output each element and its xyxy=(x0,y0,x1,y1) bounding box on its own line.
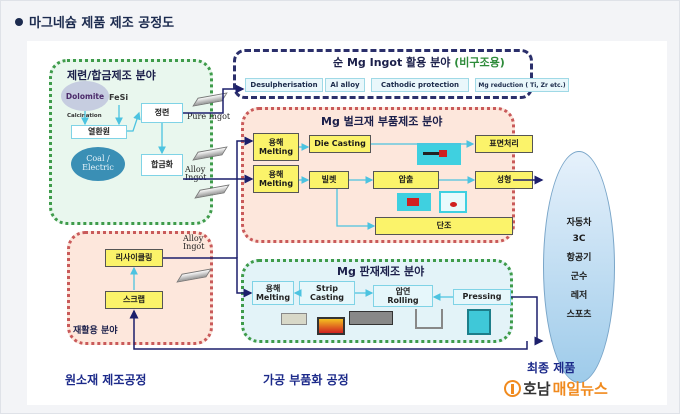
die-casting-illustration xyxy=(417,143,461,165)
dolomite-label: Dolomite xyxy=(65,91,105,101)
extrusion-label: 압출 xyxy=(398,175,414,185)
recycling-box: 리사이클링 xyxy=(105,249,163,267)
news-logo-text-2: 매일뉴스 xyxy=(552,380,608,398)
forming-box: 성형 xyxy=(475,171,533,189)
sheet-melting-label: 용해 Melting xyxy=(255,283,291,302)
rolling-tray-illustration xyxy=(415,309,443,329)
connector-lines xyxy=(81,84,544,350)
strip-casting-box: Strip Casting xyxy=(299,281,355,305)
melting-box-2: 용해 Melting xyxy=(253,165,299,193)
diagram-canvas: 제련/합금제조 분야 Dolomite FeSi Calcination 열환원… xyxy=(27,41,667,405)
calcination-label: Calcination xyxy=(67,113,102,119)
product-item: 레저 xyxy=(570,290,588,301)
strip-casting-label: Strip Casting xyxy=(309,283,345,302)
product-item: 3C xyxy=(572,233,586,244)
rolling-label: 압연 Rolling xyxy=(387,286,419,305)
product-item: 자동차 xyxy=(566,217,592,228)
forming-label: 성형 xyxy=(496,175,512,185)
products-ellipse: 자동차 3C 항공기 군수 레저 스포츠 xyxy=(543,151,615,383)
rolling-box: 압연 Rolling xyxy=(373,285,433,307)
die-casting-box: Die Casting xyxy=(309,135,371,153)
processing-label: 가공 부품화 공정 xyxy=(263,373,349,387)
heat-reduction-box: 열환원 xyxy=(71,125,127,139)
recycle-title: 재활용 분야 xyxy=(73,326,118,336)
bullet-icon xyxy=(15,17,23,26)
arrow-reduction-refining xyxy=(127,111,141,132)
sheet-melting-box: 용해 Melting xyxy=(252,281,294,305)
alloying-box: 합금화 xyxy=(141,154,183,176)
surface-treatment-label: 표면처리 xyxy=(489,139,519,149)
pure-mg-item-label: Mg reduction ( Ti, Zr etc.) xyxy=(478,81,566,89)
coal-electric-label: Coal / Electric xyxy=(82,154,114,172)
recycle-alloy-ingot-label: Alloy Ingot xyxy=(183,234,205,252)
extrusion-illustration xyxy=(397,193,431,211)
melting-label: 용해 Melting xyxy=(258,137,294,156)
arrow-scrap-return xyxy=(129,309,528,350)
pure-ingot-label: Pure Ingot xyxy=(187,112,231,121)
billet-label: 빌렛 xyxy=(321,175,337,185)
recycling-label: 리사이클링 xyxy=(115,253,153,263)
final-product-label: 최종 제품 xyxy=(527,361,576,375)
arrow-sheet-products xyxy=(511,296,544,346)
news-logo-icon xyxy=(504,380,521,397)
sheet-title: Mg 판재제조 분야 xyxy=(337,265,425,278)
product-item: 군수 xyxy=(570,271,588,282)
billet-box: 빌렛 xyxy=(309,171,349,189)
extrusion-box: 압출 xyxy=(373,171,439,189)
news-logo-text-1: 호남 xyxy=(523,380,551,398)
die-casting-metal xyxy=(439,150,447,157)
pure-mg-title: 순 Mg Ingot 활용 분야 (비구조용) xyxy=(333,54,505,70)
page-title: 마그네슘 제품 제조 공정도 xyxy=(15,12,174,31)
melting-box-1: 용해 Melting xyxy=(253,133,299,161)
news-logo: 호남 매일뉴스 xyxy=(504,378,608,399)
pure-mg-title-sub: (비구조용) xyxy=(454,56,505,69)
page-title-text: 마그네슘 제품 제조 공정도 xyxy=(29,16,175,31)
forging-illustration xyxy=(439,191,467,213)
coal-electric-ellipse: Coal / Electric xyxy=(71,147,125,181)
melting-label: 용해 Melting xyxy=(258,169,294,188)
pure-mg-title-main: 순 Mg Ingot 활용 분야 xyxy=(333,56,451,69)
forging-box: 단조 xyxy=(375,217,513,235)
scrap-box: 스크랩 xyxy=(105,291,163,309)
surface-treatment-box: 표면처리 xyxy=(475,135,533,153)
refining-box: 정련 xyxy=(141,103,183,123)
products-list: 자동차 3C 항공기 군수 레저 스포츠 xyxy=(567,215,592,320)
pure-mg-item-label: Cathodic protection xyxy=(380,81,460,89)
product-item: 스포츠 xyxy=(566,309,592,320)
alloy-ingot-label: Alloy Ingot xyxy=(185,165,207,183)
heat-reduction-label: 열환원 xyxy=(87,127,111,137)
alloying-label: 합금화 xyxy=(150,160,174,170)
pure-mg-item: Al alloy xyxy=(325,78,365,92)
product-item: 항공기 xyxy=(566,252,592,263)
pure-mg-item-label: Desulpherisation xyxy=(250,81,318,89)
pressing-label: Pressing xyxy=(462,292,502,302)
pure-mg-item: Mg reduction ( Ti, Zr etc.) xyxy=(475,78,569,92)
bulk-title: Mg 벌크재 부품제조 분야 xyxy=(321,115,443,128)
dolomite-ellipse: Dolomite xyxy=(61,81,109,111)
raw-material-process-label: 원소재 제조공정 xyxy=(65,373,147,387)
smelting-title: 제련/합금제조 분야 xyxy=(67,69,156,82)
fesi-label: FeSi xyxy=(109,93,129,102)
pure-mg-item: Desulpherisation xyxy=(245,78,323,92)
arrow-alloy-melting1 xyxy=(236,136,254,179)
arrow-recycle-sheet xyxy=(163,257,253,298)
die-casting-label: Die Casting xyxy=(314,139,366,149)
pure-mg-item-label: Al alloy xyxy=(330,81,360,89)
press-illustration xyxy=(467,309,491,335)
forging-metal xyxy=(450,202,457,207)
scrap-label: 스크랩 xyxy=(122,295,146,305)
arrow-pure-ingot xyxy=(183,84,245,114)
die-casting-plunger xyxy=(423,152,445,155)
pressing-box: Pressing xyxy=(453,289,511,305)
strip-casting-illustration xyxy=(281,313,307,325)
extrusion-billet xyxy=(407,198,419,206)
furnace-illustration xyxy=(317,317,345,335)
pure-mg-item: Cathodic protection xyxy=(371,78,469,92)
refining-label: 정련 xyxy=(154,108,170,118)
rolling-mill-illustration xyxy=(349,311,393,325)
forging-label: 단조 xyxy=(436,221,452,231)
